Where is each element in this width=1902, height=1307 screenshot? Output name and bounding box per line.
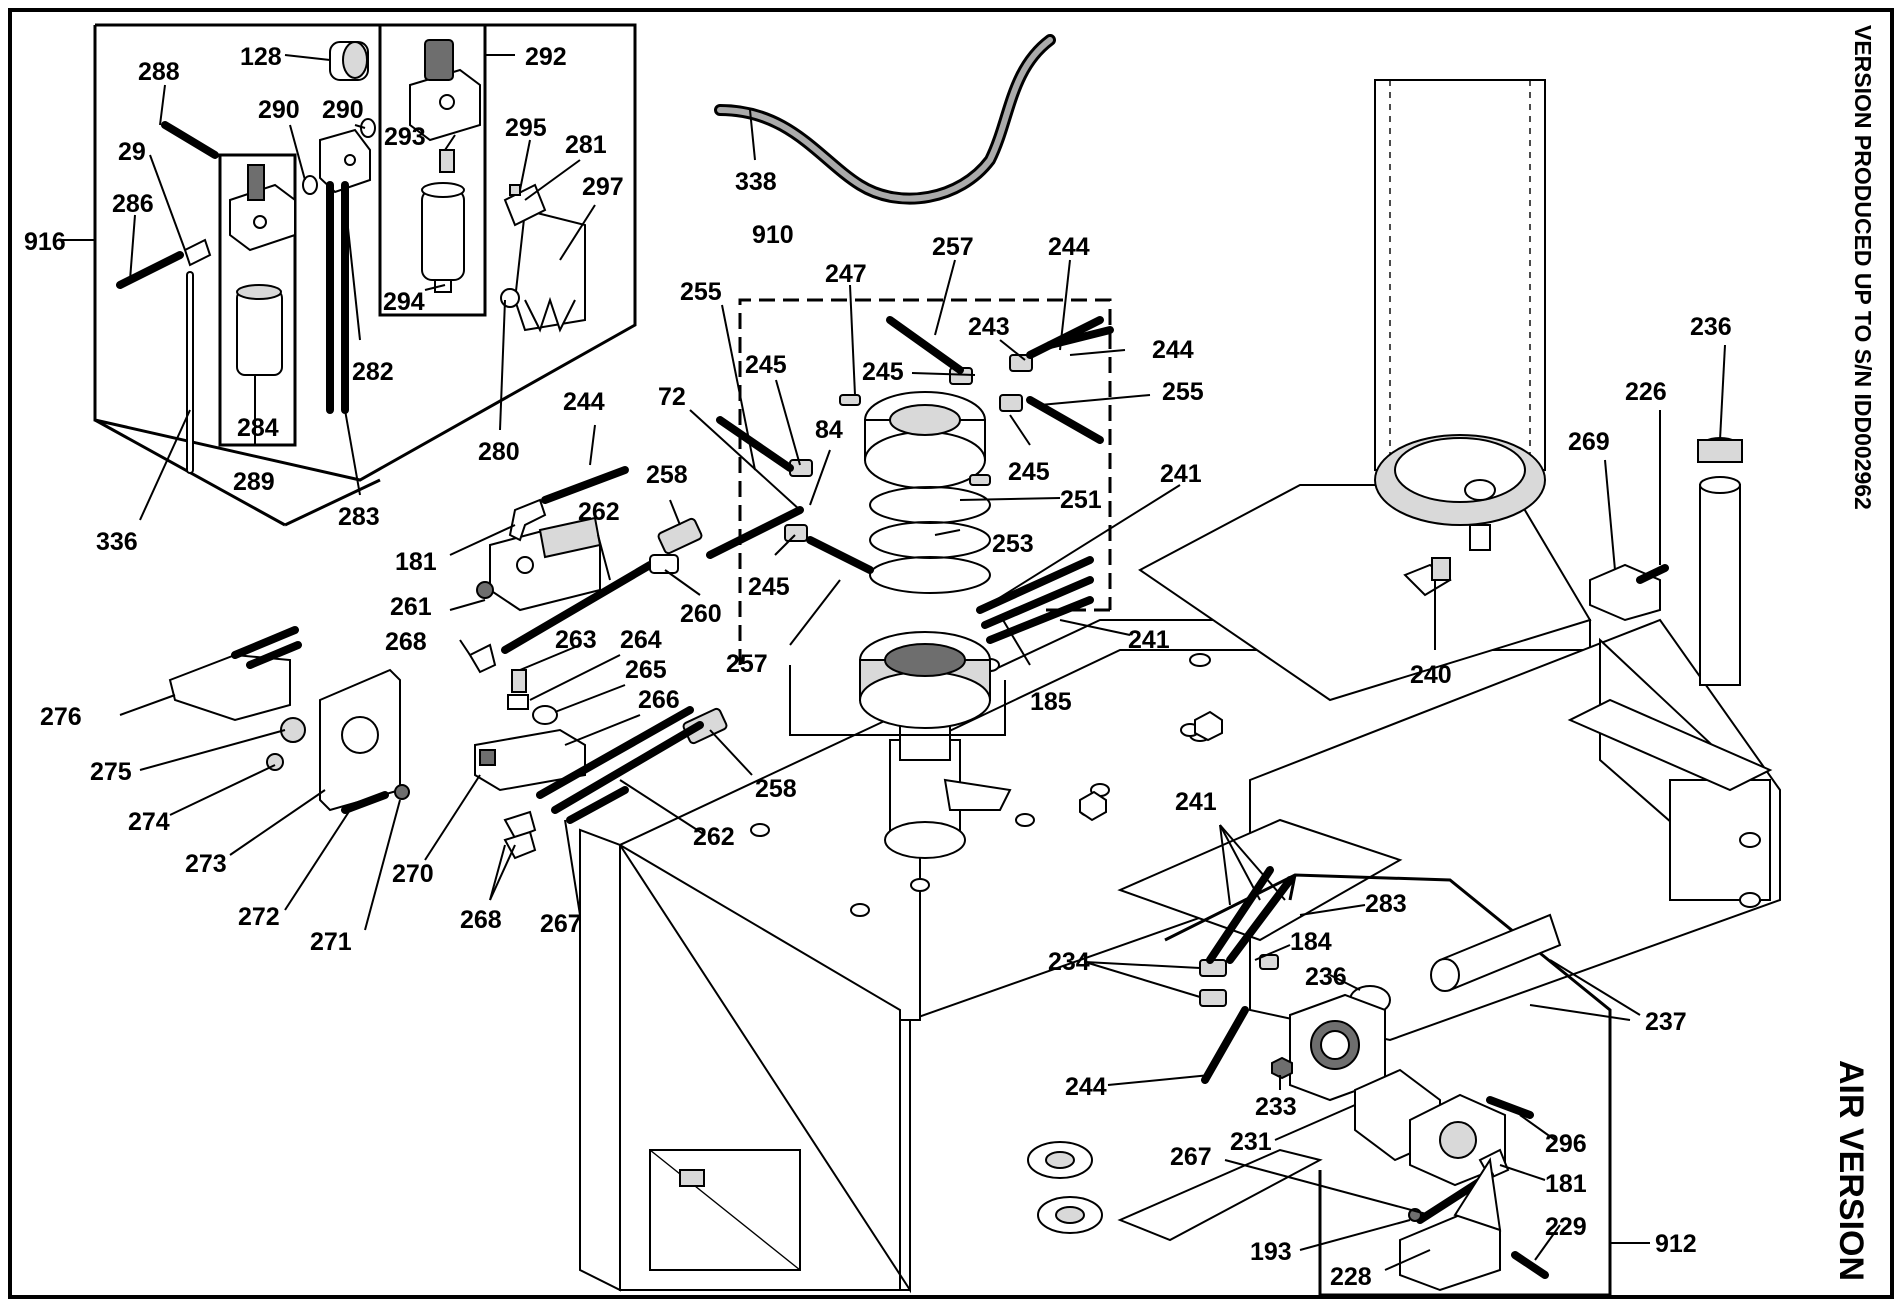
part-label-245-c: 245 [1008, 458, 1050, 486]
part-label-296: 296 [1545, 1130, 1587, 1158]
part-label-244-a: 244 [1048, 233, 1090, 261]
part-label-274: 274 [128, 808, 170, 836]
part-label-264: 264 [620, 626, 662, 654]
part-label-84: 84 [815, 416, 843, 444]
part-label-294: 294 [383, 288, 425, 316]
part-label-273: 273 [185, 850, 227, 878]
part-label-262-b: 262 [693, 823, 735, 851]
part-label-912: 912 [1655, 1230, 1697, 1258]
part-label-266: 266 [638, 686, 680, 714]
part-label-251: 251 [1060, 486, 1102, 514]
part-label-258-b: 258 [755, 775, 797, 803]
part-label-288: 288 [138, 58, 180, 86]
version-label: AIR VERSION [1832, 1060, 1870, 1281]
part-label-292: 292 [525, 43, 567, 71]
part-label-243: 243 [968, 313, 1010, 341]
part-label-244-b: 244 [1152, 336, 1194, 364]
part-label-276: 276 [40, 703, 82, 731]
part-label-290-b: 290 [322, 96, 364, 124]
part-label-241-c: 241 [1175, 788, 1217, 816]
part-label-233: 233 [1255, 1093, 1297, 1121]
part-label-184: 184 [1290, 928, 1332, 956]
part-label-245-b: 245 [862, 358, 904, 386]
part-label-241-a: 241 [1160, 460, 1202, 488]
part-label-181-a: 181 [395, 548, 437, 576]
part-label-231: 231 [1230, 1128, 1272, 1156]
machine-body [579, 79, 1781, 1294]
part-label-237: 237 [1645, 1008, 1687, 1036]
part-label-286: 286 [112, 190, 154, 218]
part-label-271: 271 [310, 928, 352, 956]
part-label-228: 228 [1330, 1263, 1372, 1291]
part-label-236-b: 236 [1305, 963, 1347, 991]
part-label-268-a: 268 [385, 628, 427, 656]
part-label-293: 293 [384, 123, 426, 151]
part-label-185: 185 [1030, 688, 1072, 716]
part-label-284: 284 [237, 414, 279, 442]
part-label-128: 128 [240, 43, 282, 71]
part-label-253: 253 [992, 530, 1034, 558]
part-label-910: 910 [752, 221, 794, 249]
part-label-265: 265 [625, 656, 667, 684]
loose-parts-left [168, 466, 728, 860]
leader-lines [62, 54, 1726, 1271]
part-label-268-b: 268 [460, 906, 502, 934]
part-label-282: 282 [352, 358, 394, 386]
part-label-241-b: 241 [1128, 626, 1170, 654]
part-label-283-b: 283 [1365, 890, 1407, 918]
part-label-336: 336 [96, 528, 138, 556]
part-label-263: 263 [555, 626, 597, 654]
part-label-269: 269 [1568, 428, 1610, 456]
part-label-283-a: 283 [338, 503, 380, 531]
part-label-226: 226 [1625, 378, 1667, 406]
part-label-258-a: 258 [646, 461, 688, 489]
loose-parts-right [1403, 437, 1743, 686]
part-label-181-b: 181 [1545, 1170, 1587, 1198]
part-label-255-a: 255 [680, 278, 722, 306]
part-label-245-d: 245 [748, 573, 790, 601]
part-label-234: 234 [1048, 948, 1090, 976]
part-label-257-a: 257 [932, 233, 974, 261]
part-label-255-b: 255 [1162, 378, 1204, 406]
part-label-261: 261 [390, 593, 432, 621]
assembly-916 [93, 23, 637, 527]
part-label-338: 338 [735, 168, 777, 196]
part-label-916: 916 [24, 228, 66, 256]
side-note: VERSION PRODUCED UP TO S/N IDD002962 [1850, 25, 1876, 510]
part-label-72: 72 [658, 383, 686, 411]
part-label-297: 297 [582, 173, 624, 201]
part-label-260: 260 [680, 600, 722, 628]
part-label-289: 289 [233, 468, 275, 496]
part-label-236-a: 236 [1690, 313, 1732, 341]
assembly-910 [706, 34, 1114, 736]
diagram-frame [8, 8, 1894, 1299]
part-label-267-a: 267 [540, 910, 582, 938]
part-label-262-a: 262 [578, 498, 620, 526]
part-label-295: 295 [505, 114, 547, 142]
part-label-281: 281 [565, 131, 607, 159]
part-label-247: 247 [825, 260, 867, 288]
part-label-245-a: 245 [745, 351, 787, 379]
part-label-244-d: 244 [1065, 1073, 1107, 1101]
part-label-29: 29 [118, 138, 146, 166]
part-label-244-c: 244 [563, 388, 605, 416]
part-label-267-b: 267 [1170, 1143, 1212, 1171]
part-label-280: 280 [478, 438, 520, 466]
part-label-229: 229 [1545, 1213, 1587, 1241]
part-label-240: 240 [1410, 661, 1452, 689]
part-label-193: 193 [1250, 1238, 1292, 1266]
part-label-290-a: 290 [258, 96, 300, 124]
part-label-275: 275 [90, 758, 132, 786]
part-label-272: 272 [238, 903, 280, 931]
part-label-270: 270 [392, 860, 434, 888]
part-label-257-b: 257 [726, 650, 768, 678]
part-labels: 916 288 29 286 128 290 290 292 293 295 2… [24, 43, 1732, 1291]
assembly-912 [1164, 866, 1631, 1297]
